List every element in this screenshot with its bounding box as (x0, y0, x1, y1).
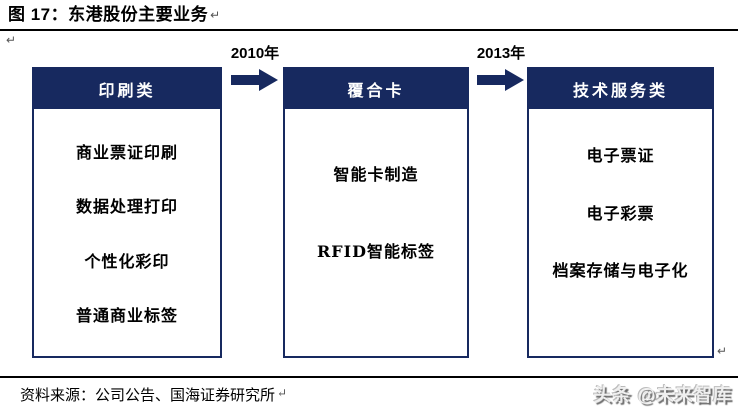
stage-box-tech-service: 技术服务类 电子票证 电子彩票 档案存储与电子化 (527, 67, 714, 358)
figure-title: 图 17：东港股份主要业务 (8, 5, 209, 24)
watermark-toutiao: 头条 @未来智库 (593, 385, 732, 405)
figure-title-row: 图 17：东港股份主要业务 ↵ (8, 3, 220, 27)
paragraph-return-icon: ↵ (210, 8, 221, 22)
stage-item: 电子彩票 (586, 203, 655, 223)
stage-item: RFID智能标签 (316, 241, 436, 261)
paragraph-return-icon: ↵ (6, 33, 17, 47)
stage-header-printing: 印刷类 (34, 69, 220, 109)
stage-item: 个性化彩印 (84, 251, 170, 271)
transition-year-label: 2013年 (476, 45, 526, 62)
stage-box-laminated-card: 覆合卡 智能卡制造 RFID智能标签 (283, 67, 469, 358)
transition-year-label: 2010年 (230, 45, 280, 62)
paragraph-return-icon: ↵ (277, 386, 288, 400)
stage-header-tech-service: 技术服务类 (529, 69, 712, 109)
stage-header-laminated-card: 覆合卡 (285, 69, 467, 109)
arrow-right-icon (231, 69, 278, 91)
stage-item: 普通商业标签 (75, 305, 178, 325)
stage-items-tech-service: 电子票证 电子彩票 档案存储与电子化 (529, 109, 712, 356)
stage-item: 数据处理打印 (75, 197, 178, 217)
source-note: 资料来源：公司公告、国海证券研究所 (20, 386, 276, 404)
stage-item: 电子票证 (586, 146, 655, 166)
title-divider (0, 29, 738, 31)
footer-divider (0, 376, 738, 378)
stage-item: 智能卡制造 (333, 165, 419, 185)
stage-box-printing: 印刷类 商业票证印刷 数据处理打印 个性化彩印 普通商业标签 (32, 67, 222, 358)
stage-items-laminated-card: 智能卡制造 RFID智能标签 (285, 109, 467, 356)
stage-item: 商业票证印刷 (75, 143, 178, 163)
stage-item: 档案存储与电子化 (552, 260, 689, 280)
paragraph-return-icon: ↵ (717, 344, 728, 358)
arrow-right-icon (477, 69, 524, 91)
stage-items-printing: 商业票证印刷 数据处理打印 个性化彩印 普通商业标签 (34, 109, 220, 356)
source-note-row: 资料来源：公司公告、国海证券研究所 ↵ (20, 384, 287, 405)
